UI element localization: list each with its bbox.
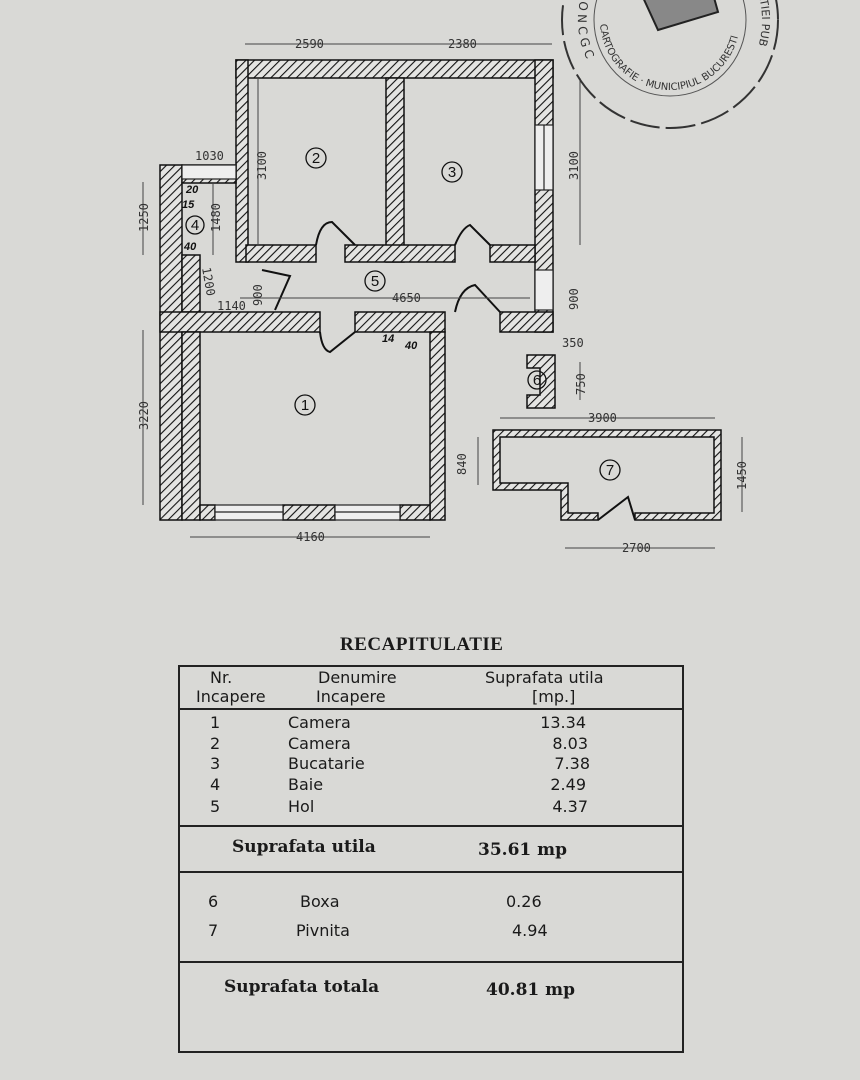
dim-2380: 2380 [448, 37, 477, 51]
dim-3900: 3900 [588, 411, 617, 425]
room-3-label: 3 [448, 164, 456, 181]
dim-4160: 4160 [296, 530, 325, 544]
recap-table: Nr. Incapere Denumire Incapere Suprafata… [178, 665, 684, 1053]
table-row: 6 Boxa 0.26 [180, 892, 682, 911]
divider [180, 708, 682, 710]
dim-1140: 1140 [217, 299, 246, 313]
row-nr: 2 [210, 734, 221, 753]
room-number-labels: 1 2 3 4 5 6 7 [191, 150, 614, 479]
windows [181, 124, 554, 521]
official-stamp: CARTOGRAFIE · MUNICIPIUL BUCURESTI O N C… [561, 0, 779, 129]
header-name: Denumire [318, 668, 397, 687]
row-area: 7.38 [554, 754, 590, 773]
divider [180, 825, 682, 827]
svg-text:O N C G C: O N C G C [575, 0, 597, 60]
dim-350: 350 [562, 336, 584, 350]
dim-1480: 1480 [209, 203, 223, 232]
note-40: 40 [183, 241, 197, 253]
row-name: Boxa [300, 892, 340, 911]
dim-3100-left: 3100 [255, 151, 269, 180]
room-7-label: 7 [606, 462, 614, 479]
divider [180, 961, 682, 963]
dim-3100-right: 3100 [567, 151, 581, 180]
table-row: 3 Bucatarie 7.38 [180, 754, 682, 773]
dimension-labels: 2590 2380 1030 3100 3100 1250 1480 1200 … [137, 37, 749, 555]
subtotal-value: 35.61 mp [478, 840, 568, 860]
total-label: Suprafata totala [224, 977, 380, 997]
row-nr: 3 [210, 754, 221, 773]
divider [180, 871, 682, 873]
dim-4650: 4650 [392, 291, 421, 305]
note-15: 15 [182, 199, 195, 211]
subtotal-label: Suprafata utila [232, 837, 376, 857]
row-name: Hol [288, 797, 315, 816]
row-nr: 4 [210, 775, 221, 794]
room-4-label: 4 [191, 217, 199, 234]
dim-1450: 1450 [735, 461, 749, 490]
room-2-label: 2 [312, 150, 320, 167]
dim-2590: 2590 [295, 37, 324, 51]
row-area: 8.03 [552, 734, 588, 753]
note-40-b: 40 [404, 340, 418, 352]
row-nr: 7 [208, 921, 219, 940]
doors [261, 220, 636, 521]
room-6-label: 6 [533, 372, 541, 389]
table-row: 5 Hol 4.37 [180, 797, 682, 816]
row-area: 0.26 [506, 892, 542, 911]
row-name: Camera [288, 734, 351, 753]
dim-900-left: 900 [251, 284, 265, 306]
dim-1200: 1200 [199, 266, 218, 297]
svg-text:CARTOGRAFIE · MUNICIPIUL BUCUR: CARTOGRAFIE · MUNICIPIUL BUCURESTI [597, 23, 741, 93]
row-area: 4.37 [552, 797, 588, 816]
dim-1250: 1250 [137, 203, 151, 232]
note-14: 14 [382, 333, 394, 345]
row-area: 2.49 [550, 775, 586, 794]
row-nr: 5 [210, 797, 221, 816]
row-name: Baie [288, 775, 324, 794]
row-nr: 1 [210, 713, 221, 732]
dimension-lines [142, 43, 743, 549]
floor-plan: 2590 2380 1030 3100 3100 1250 1480 1200 … [137, 37, 749, 555]
dim-900-right: 900 [567, 288, 581, 310]
room-numbers [185, 147, 621, 481]
table-row: 7 Pivnita 4.94 [180, 921, 682, 940]
note-20: 20 [185, 184, 199, 196]
header-area-2: [mp.] [532, 687, 576, 706]
header-area: Suprafata utila [485, 668, 604, 687]
header-name-2: Incapere [316, 687, 386, 706]
row-name: Pivnita [296, 921, 350, 940]
row-area: 13.34 [540, 713, 586, 732]
row-area: 4.94 [512, 921, 548, 940]
header-nr-2: Incapere [196, 687, 266, 706]
room-5-label: 5 [371, 273, 379, 290]
stamp-inner-text: CARTOGRAFIE · MUNICIPIUL BUCURESTI [597, 23, 741, 93]
row-nr: 6 [208, 892, 219, 911]
dim-840: 840 [455, 453, 469, 475]
row-name: Bucatarie [288, 754, 365, 773]
dim-2700: 2700 [622, 541, 651, 555]
dim-3220: 3220 [137, 401, 151, 430]
dim-1030: 1030 [195, 149, 224, 163]
row-name: Camera [288, 713, 351, 732]
dim-750: 750 [574, 373, 588, 395]
stamp-side-text: O N C G C [575, 0, 597, 60]
table-row: 4 Baie 2.49 [180, 775, 682, 794]
header-nr: Nr. [210, 668, 233, 687]
room-1-label: 1 [301, 397, 309, 414]
total-value: 40.81 mp [486, 980, 576, 1000]
table-row: 2 Camera 8.03 [180, 734, 682, 753]
table-row: 1 Camera 13.34 [180, 713, 682, 732]
recap-title: RECAPITULATIE [340, 634, 504, 655]
